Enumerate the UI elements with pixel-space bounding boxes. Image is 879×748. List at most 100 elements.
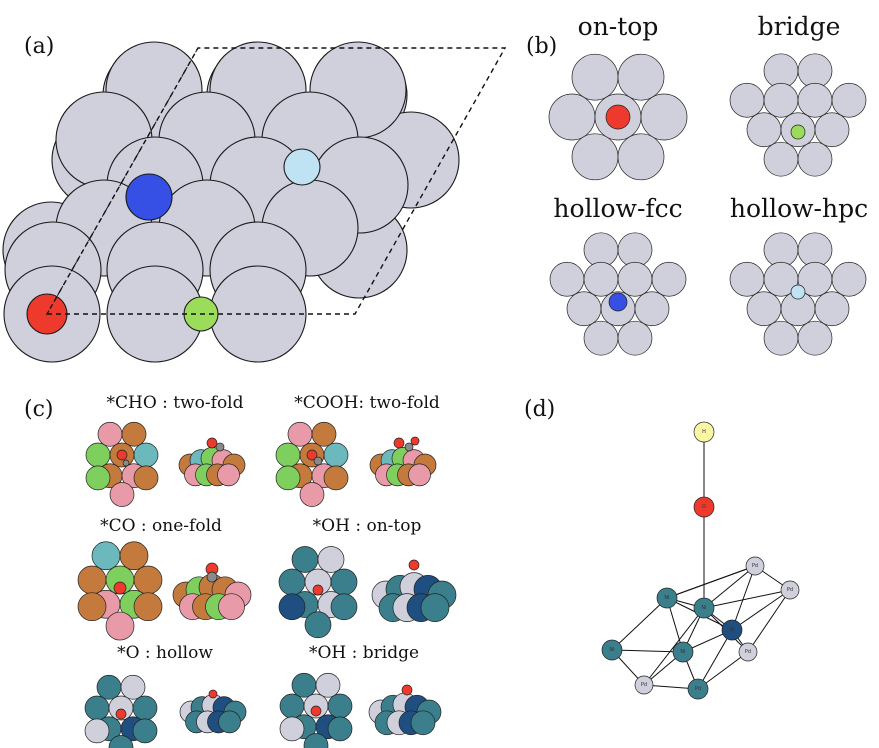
slab-atom [420,593,450,622]
slab-atom [651,261,687,297]
site-label-on-top: on-top [578,12,659,41]
oh-ontop-o-atom-side [408,559,420,571]
slab-atom [91,541,121,571]
site-label-hollow-fcc: hollow-fcc [553,194,682,223]
hollow-hpc-adsorbate [790,284,806,300]
graph-edge [643,607,705,686]
slab-atom [746,291,782,327]
slab-atom [119,541,149,571]
graph-node [656,587,678,609]
graph-node-label: Pd [695,686,701,692]
graph-node [693,421,715,443]
slab-atom [327,716,353,742]
slab-atom [287,421,313,447]
cooh-o-atom [306,449,318,461]
slab-atom [85,465,111,491]
slab-atom [571,133,619,181]
cho-o-atom-side [206,437,218,449]
slab-atom [617,320,653,356]
slab-atom [571,53,619,101]
site-hollow-fcc-cluster [549,232,687,356]
panel-a: (a) [2,34,507,363]
panel-d-label: (d) [524,397,555,422]
graph-node-label: Ni [729,627,734,633]
co-o-atom [113,581,127,595]
caption-cho: *CHO : two-fold [106,393,243,413]
slab-atom [566,291,602,327]
panel-c: (c) *CHO : two-fold *COOH: two-fold *CO … [24,393,457,748]
graph-node [672,641,694,663]
co-c-atom-side [206,571,218,583]
slab-atom [317,546,345,573]
graph-node-label: Pd [745,649,751,655]
graph-node-label: Pd [641,682,647,688]
slab-atom [583,261,619,297]
on-top-adsorbate [605,104,631,130]
graph-edge [697,629,733,690]
graph-node-label: Ni [664,595,669,601]
graph-edge [697,651,749,690]
slab-atom [763,232,799,268]
slab-atom [797,53,833,89]
o-hollow-atom [115,708,127,720]
slab-atom [408,463,431,487]
graph-node-label: Ni [609,647,614,653]
slab-atom [120,674,146,700]
cooh-o2-atom-side [410,436,420,446]
graph-node-label: O [702,504,706,510]
panel-c-adsorbate-models [77,421,457,748]
slab-atom [278,568,306,596]
slab-atom [121,421,147,447]
panel-b: (b) on-top bridge hollow-fcc hollow-hpc [526,12,868,356]
slab-atom [763,53,799,89]
slab-atom [133,442,159,468]
graph-node-label: H [702,429,706,435]
panel-b-label: (b) [526,34,557,59]
slab-atom [583,320,619,356]
slab-atom [85,442,111,468]
slab-atom [617,133,665,181]
graph-edge [611,597,668,651]
slab-atom [217,463,240,487]
slab-atom [410,710,436,736]
cooh-c-atom [313,456,323,466]
oh-ontop-o-atom [312,584,324,596]
unit-cell-outline [45,47,507,315]
slab-atom [583,232,619,268]
slab-atom [291,546,319,573]
slab-atom [299,482,325,507]
slab-atom [133,465,159,491]
slab-atom [133,592,163,622]
slab-atom [729,82,765,118]
graph-edge [666,565,756,599]
slab-atom [763,82,799,118]
caption-oh-bridge: *OH : bridge [309,643,419,663]
slab-atom [275,465,301,491]
slab-atom [279,693,305,719]
slab-atom [763,320,799,356]
slab-atom [323,442,349,468]
panel-a-label: (a) [24,34,54,59]
slab-atom [640,93,688,141]
graph-edges [611,432,791,690]
hollow-fcc-site-marker [125,173,173,221]
slab-atom [303,733,329,748]
slab-atom [105,611,135,641]
slab-atom [77,592,107,622]
slab-atom [218,593,245,621]
slab-atom [327,693,353,719]
slab-atom [617,232,653,268]
graph-edge [703,565,756,609]
cooh-o-atom-side [393,437,405,449]
hollow-hpc-site-marker [283,148,321,186]
site-on-top-cluster [548,53,688,181]
slab-atom [797,141,833,177]
graph-node-label: Pd [787,587,793,593]
graph-node [780,580,800,600]
graph-node [693,496,715,518]
slab-atom [634,291,670,327]
caption-cooh: *COOH: two-fold [294,393,440,413]
panel-c-label: (c) [24,397,54,422]
slab-atom [132,695,158,721]
